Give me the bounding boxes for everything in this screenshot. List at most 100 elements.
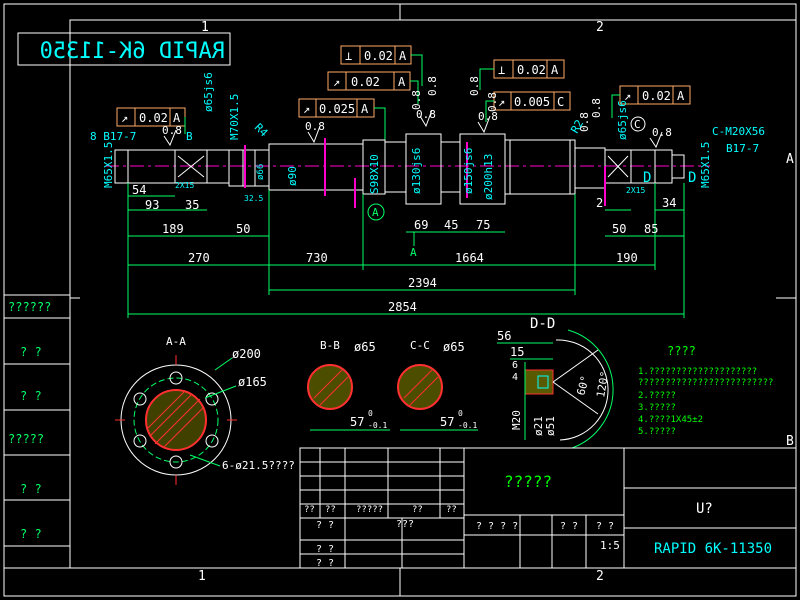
label-s98: S98X10 [368,154,381,194]
label-a-arrow: A [410,246,417,259]
dim-1664: 1664 [455,251,484,265]
tol-value-7: 0.02 [642,89,671,103]
roughness-2: 0.8 [305,120,325,133]
section-cc-title: C-C [410,339,430,352]
roughness-3: 0.8 [410,90,423,110]
notes-line-3: 2.????? [638,391,676,401]
tolerance-leaders [184,54,620,140]
title-cell-qq4: ? ? [316,558,334,569]
section-dd-d51: ø51 [544,416,557,436]
label-r4: R4 [252,121,271,140]
section-dd: D-D 56 15 6 4 M20 ø21 ø51 60° 120° [497,316,614,449]
section-dd-d15: 15 [510,345,524,359]
sidebar-cell-3: ? ? [20,389,42,403]
title-row-label-2: ?? [325,505,336,515]
label-c-m20: C-M20X56 [712,125,765,138]
shaft-drawing [105,133,710,208]
phi200-section [504,139,576,195]
section-dd-d6: 6 [512,360,518,371]
section-cc-dim: 57 [440,415,454,429]
roughness-10: 0.8 [578,112,591,132]
roughness-marks: 0.8 0.8 0.8 0.8 0.8 0.8 0.8 0.8 0.8 0.8 … [162,76,672,149]
header-mirrored-title: RAPID 6K-11350 [40,39,225,64]
tol-symbol-6: ↗ [498,95,505,109]
section-bb-title: B-B [320,339,340,352]
section-bb: B-B ø65 57 0 -0.1 [307,339,390,431]
title-material: U? [696,501,713,517]
notes-line-5: 4.????1X45±2 [638,415,703,425]
dim-54: 54 [132,183,146,197]
dim-45: 45 [444,218,458,232]
section-dd-d4: 4 [512,372,518,383]
tol-ref-2: A [398,75,406,89]
title-scale: 1:5 [600,539,620,552]
dim-2394: 2394 [408,276,437,290]
sidebar-cell-2: ? ? [20,345,42,359]
tol-symbol-3: ↗ [303,102,310,116]
tolerance-frames: ⊥ 0.02 A ↗ 0.02 A ↗ 0.025 A ↗ 0.02 A [116,45,691,140]
title-cell-hdr2: ? ? [560,521,578,532]
notes-line-2: ????????????????????????? [638,378,773,388]
label-m65-left: M65X1.5 [102,142,115,188]
label-chamfer-left: 2X15 [175,181,194,190]
label-sq1: 32.5 [244,194,263,203]
grid-label-bottom-2: 2 [596,569,604,584]
title-row-label-4: ?? [412,505,423,515]
section-aa-holes: 6-ø21.5???? [222,459,295,472]
tol-ref-1: A [399,49,407,63]
label-m65-right: M65X1.5 [699,142,712,188]
roughness-1: 0.8 [162,124,182,137]
tol-value-6: 0.005 [514,95,550,109]
notes-line-6: 5.????? [638,427,676,437]
label-phi65js6-right: ø65js6 [616,100,629,140]
dimension-values: 54 93 35 189 50 270 730 1664 190 2394 28… [132,183,676,314]
tol-value-1: 0.02 [364,49,393,63]
grid-label-right-b: B [786,434,794,449]
tol-ref-5: A [551,63,559,77]
grid-label-right-a: A [786,152,794,167]
notes-line-4: 3.????? [638,403,676,413]
tol-symbol-5: ⊥ [498,63,505,77]
title-cell-qq1: ? ? [316,520,334,531]
title-block: ????? U? RAPID 6K-11350 1:5 ?? ?? ????? … [299,447,797,569]
section-dd-a60: 60° [574,374,592,397]
tol-value-4: 0.02 [139,111,168,125]
dim-189: 189 [162,222,184,236]
section-bb-d65: ø65 [354,340,376,354]
header-title-box: RAPID 6K-11350 [17,32,231,66]
dim-730: 730 [306,251,328,265]
tolerance-frame-6: ↗ 0.005 C [493,91,571,111]
technical-notes: ???? 1.???????????????????? ????????????… [638,344,773,437]
flange-hatched-core [145,389,207,451]
title-cell-qq2: ??? [396,519,414,530]
tolerance-frame-3: ↗ 0.025 A [298,98,375,118]
roughness-11: 0.8 [426,76,439,96]
grid-label-bottom-1: 1 [198,569,206,584]
datum-a-marker: A [372,206,379,219]
title-part-name: ????? [504,472,552,491]
title-drawing-number: RAPID 6K-11350 [654,541,772,557]
label-phi90: ø90 [286,166,299,186]
label-m70: M70X1.5 [228,94,241,140]
shaft-labels: 8 B17-7 B ø65js6 M70X1.5 R4 M65X1.5 ø90 … [90,72,765,259]
roughness-6: 0.8 [486,92,499,112]
tol-symbol-7: ↗ [624,89,631,103]
section-dd-hatched-block [524,369,554,395]
tol-ref-6: C [557,95,564,109]
label-r2: R2 [568,118,586,136]
tol-ref-3: A [361,102,369,116]
roughness-7: 0.8 [478,110,498,123]
tolerance-frame-7: ↗ 0.02 A [619,85,691,105]
dim-190: 190 [616,251,638,265]
notes-line-1: 1.???????????????????? [638,367,757,377]
title-cell-hdr3: ? ? [596,521,614,532]
section-bb-tol-top: 0 [368,409,373,418]
dim-93: 93 [145,198,159,212]
label-phi150: ø150js6 [462,148,475,194]
label-b17-right: B17-7 [726,142,759,155]
dim-69: 69 [414,218,428,232]
tol-ref-4: A [173,111,181,125]
section-dd-m20: M20 [510,410,523,430]
tol-value-5: 0.02 [517,63,546,77]
tolerance-frame-5: ⊥ 0.02 A [493,59,565,79]
